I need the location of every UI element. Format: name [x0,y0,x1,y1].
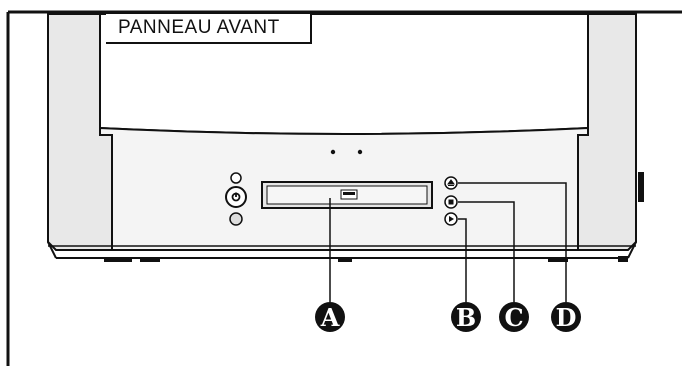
foot-left [104,258,132,262]
foot-right-2 [618,256,628,262]
stop-icon [448,199,454,205]
foot-center [338,258,352,262]
callout-d-circle [551,302,581,332]
page-title: PANNEAU AVANT [118,17,280,38]
indicator-led-icon [230,172,242,184]
sensor-dot-left [330,149,336,155]
foot-right [548,258,568,262]
callout-c-label: C [504,303,523,332]
sensor-dot-right [357,149,363,155]
play-icon [449,216,454,222]
callout-d-label: D [556,303,577,332]
secondary-button-icon[interactable] [229,212,243,226]
title-box [106,14,312,44]
callout-b-circle [451,302,481,332]
leader-line-d [458,182,567,302]
eject-icon [447,179,455,186]
leader-line-c [458,201,515,302]
base-left-edge [47,241,57,259]
dvd-logo-band [343,192,355,195]
foot-left-2 [140,258,160,262]
callout-c-circle [499,302,529,332]
callout-a-label: A [320,303,340,332]
callout-a-circle [315,302,345,332]
leader-line-b [458,218,467,302]
side-detail [638,172,644,202]
callout-b-label: B [456,303,476,332]
base-right-edge [627,241,637,259]
